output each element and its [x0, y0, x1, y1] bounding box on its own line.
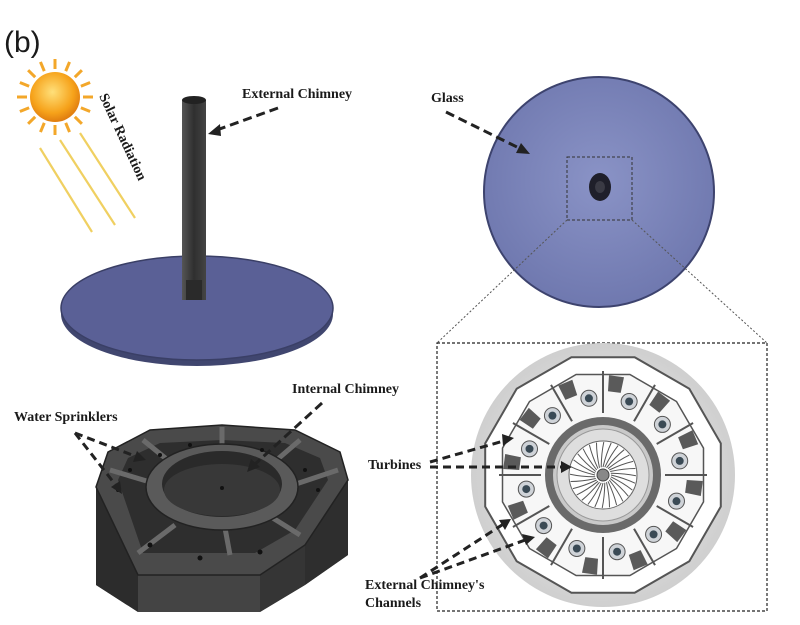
sun-icon — [17, 59, 93, 135]
glass-top-view — [483, 76, 715, 308]
arrow-internal-chimney — [247, 401, 324, 472]
collector-disc — [60, 255, 334, 366]
arrow-glass — [445, 110, 530, 154]
zoom-lines — [436, 219, 768, 344]
channels-label-line2: Channels — [365, 596, 422, 611]
external-chimney-tower — [182, 96, 206, 300]
panel-label: (b) — [4, 26, 41, 59]
solar-rays — [39, 132, 136, 233]
arrow-external-chimney — [208, 106, 279, 136]
chimney-cross-section — [471, 343, 735, 607]
arrows-channels — [419, 519, 535, 580]
water-sprinklers-label: Water Sprinklers — [14, 410, 118, 425]
glass-label: Glass — [431, 91, 464, 106]
arrows-water-sprinklers — [73, 431, 146, 494]
channels-label-line1: External Chimney's — [365, 578, 485, 593]
turbines-label: Turbines — [368, 458, 422, 473]
arrows-turbines — [429, 434, 572, 473]
internal-chimney-3d — [95, 424, 349, 612]
external-chimney-label: External Chimney — [242, 87, 352, 102]
internal-chimney-label: Internal Chimney — [292, 382, 399, 397]
